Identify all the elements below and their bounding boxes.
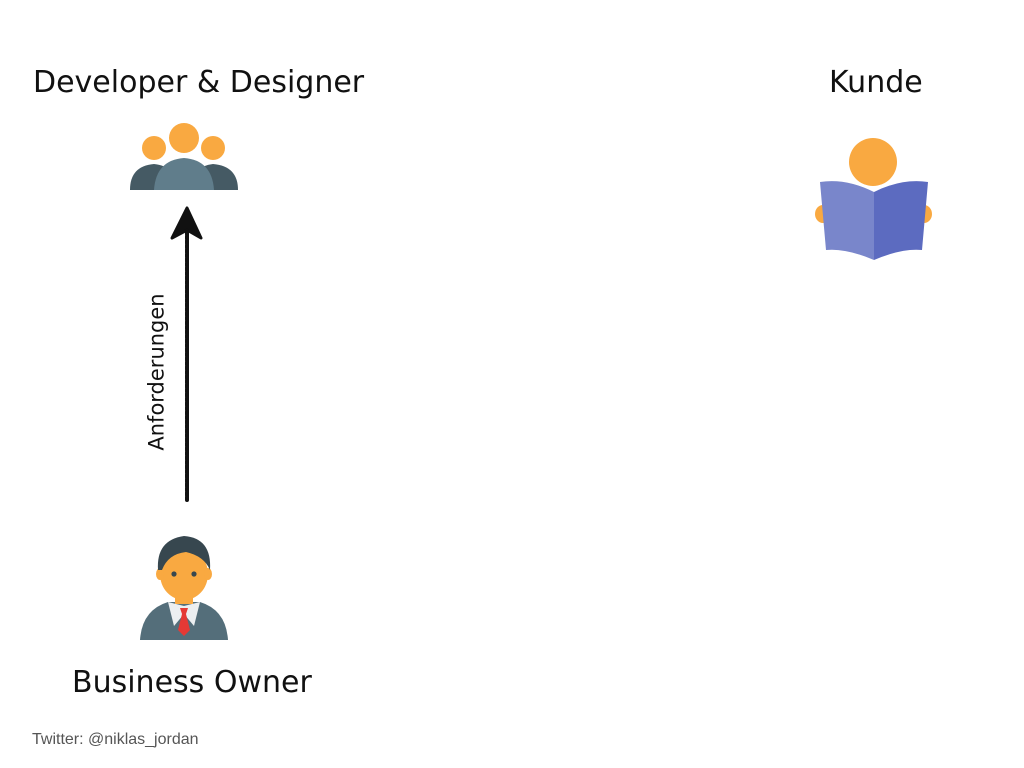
up-arrow-icon [160,200,210,505]
developer-designer-label: Developer & Designer [33,65,365,100]
business-owner-icon [138,530,230,642]
business-owner-label: Business Owner [72,665,312,700]
twitter-handle-footer: Twitter: @niklas_jordan [32,731,199,748]
team-icon [128,120,240,192]
requirements-label: Anforderungen [144,293,169,451]
customer-label: Kunde [829,65,923,100]
customer-reading-icon [814,136,934,262]
